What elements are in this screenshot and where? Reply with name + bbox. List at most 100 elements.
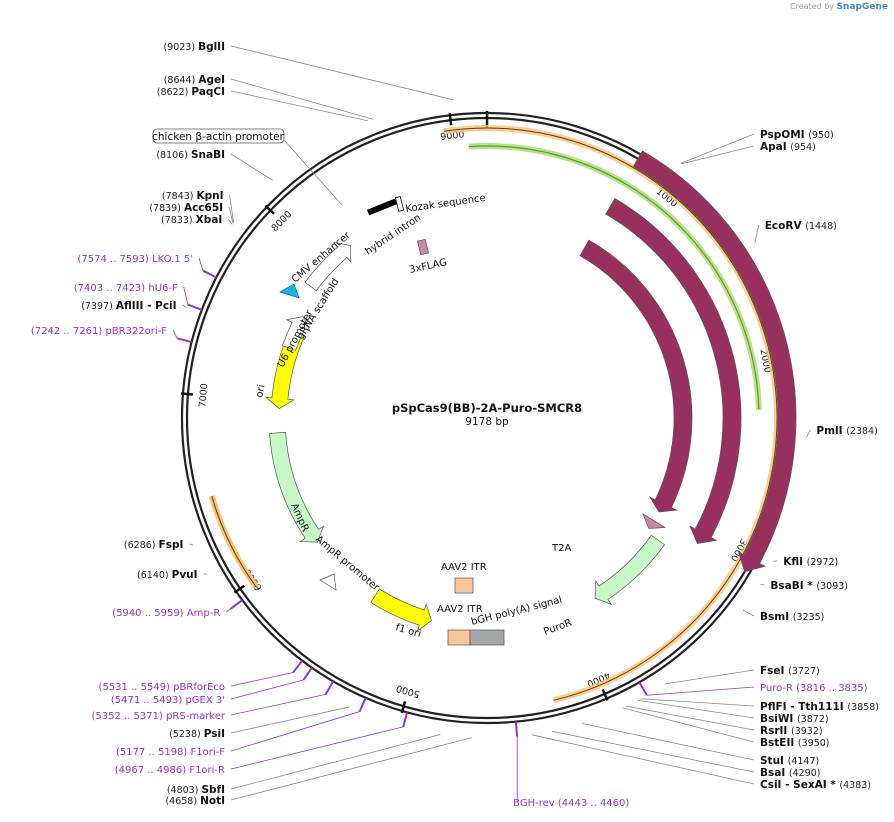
site-agei-name: AgeI bbox=[198, 74, 225, 86]
aav2-itr-top-block bbox=[454, 577, 474, 594]
primer-amp-r-leader bbox=[226, 608, 231, 613]
primer-hu6-f-label: (7403 .. 7423) hU6-F bbox=[74, 283, 178, 294]
site-fspi-leader bbox=[189, 543, 194, 546]
ruler-label-7000: 7000 bbox=[197, 383, 210, 408]
label-ampr-promoter: AmpR promoter bbox=[313, 534, 382, 594]
site-pmli-pos: (2384) bbox=[846, 426, 878, 437]
feature-cas9-2 bbox=[579, 239, 693, 513]
primer-pbrforeco-leader bbox=[230, 672, 294, 687]
site-psii-leader bbox=[230, 706, 350, 734]
label-3xflag: 3xFLAG bbox=[408, 257, 448, 276]
primer-lko-1-5-pos: (7574 .. 7593) bbox=[77, 254, 152, 265]
site-fsei-leader bbox=[665, 669, 755, 685]
primer-f1ori-f-pos: (5177 .. 5198) bbox=[116, 747, 191, 758]
site-apai-pos: (954) bbox=[790, 142, 816, 153]
features bbox=[264, 150, 797, 646]
site-noti-label: (4658) NotI bbox=[165, 795, 225, 807]
site-bsteii-pos: (3950) bbox=[798, 738, 830, 749]
site-agei-pos: (8644) bbox=[164, 75, 199, 86]
ruler-tick-4000 bbox=[601, 688, 609, 701]
site-bsteii-name: BstEII bbox=[760, 737, 798, 749]
site-apai-name: ApaI bbox=[760, 141, 790, 153]
site-snabi-pos: (8106) bbox=[156, 150, 191, 161]
site-pspomi-leader bbox=[680, 133, 755, 164]
primer-pgex-3-name: pGEX 3' bbox=[185, 695, 225, 706]
site-rsrii-name: RsrII bbox=[760, 725, 791, 737]
site-bsai-name: BsaI bbox=[760, 767, 789, 779]
primer-pgex-3-mark bbox=[302, 667, 313, 681]
site-fsei-label: FseI (3727) bbox=[760, 665, 820, 677]
feature-cmv-enhancer-9 bbox=[304, 241, 352, 292]
primer-pgex-3-label: (5471 .. 5493) pGEX 3' bbox=[111, 695, 225, 706]
site-rsrii-leader bbox=[626, 705, 755, 731]
primer-prs-marker-leader bbox=[230, 693, 326, 716]
ampr-promoter-marker bbox=[319, 573, 337, 591]
site-labels: (9023) BglII(8644) AgeI(8622) PaqCI(8106… bbox=[31, 41, 879, 809]
site-pflfi-tth111i-pos: (3858) bbox=[847, 702, 879, 713]
primer-f1ori-f-leader bbox=[230, 711, 360, 752]
primer-f1ori-r-label: (4967 .. 4986) F1ori-R bbox=[115, 765, 225, 776]
label-aav2-itr-top: AAV2 ITR bbox=[441, 562, 487, 573]
primer-prs-marker-mark bbox=[324, 680, 335, 695]
site-afliii-pcii-name: AflIII - PciI bbox=[116, 300, 177, 312]
primer-f1ori-f-name: F1ori-F bbox=[191, 747, 226, 758]
site-noti-pos: (4658) bbox=[165, 796, 200, 807]
site-bsabi-leader bbox=[760, 583, 765, 586]
primer-puro-r-mark bbox=[638, 681, 648, 696]
primer-hu6-f-leader bbox=[183, 286, 189, 305]
site-ecorv-leader bbox=[754, 224, 760, 243]
site-pvui-label: (6140) PvuI bbox=[137, 569, 198, 581]
site-pvui-pos: (6140) bbox=[137, 570, 172, 581]
site-sbfi-label: (4803) SbfI bbox=[167, 784, 225, 796]
primer-prs-marker-name: pRS-marker bbox=[166, 711, 226, 722]
bgh-polya-block bbox=[469, 629, 505, 646]
site-noti-name: NotI bbox=[200, 795, 225, 807]
site-kfli-name: KflI bbox=[783, 556, 806, 568]
feature-tracks bbox=[208, 125, 780, 704]
primer-lko-1-5-label: (7574 .. 7593) LKO.1 5' bbox=[77, 254, 192, 265]
primer-lko-1-5-leader bbox=[198, 257, 204, 271]
ruler-tick-7000 bbox=[180, 392, 194, 396]
primer-hu6-f-mark bbox=[187, 303, 203, 311]
site-rsrii-label: RsrII (3932) bbox=[760, 725, 823, 737]
label-chicken-beta-actin-promoter: chicken β-actin promoter bbox=[152, 131, 284, 143]
ruler-label-5000: 5000 bbox=[395, 682, 421, 699]
orange-track-left-line bbox=[211, 495, 257, 588]
site-pflfi-tth111i-name: PflFI - Tth111I bbox=[760, 701, 847, 713]
site-paqci-leader bbox=[230, 90, 369, 122]
site-snabi-label: (8106) SnaBI bbox=[156, 149, 225, 161]
feature-u6-promoter-8 bbox=[281, 316, 311, 351]
site-bsabi-label: BsaBI * (3093) bbox=[770, 580, 848, 592]
site-bsteii-label: BstEII (3950) bbox=[760, 737, 830, 749]
site-psii-label: (5238) PsiI bbox=[169, 728, 225, 740]
site-ecorv-pos: (1448) bbox=[805, 221, 837, 232]
label-cas9-inner: Cas9 bbox=[625, 318, 647, 345]
site-stui-label: StuI (4147) bbox=[760, 755, 819, 767]
chicken-promoter-leader bbox=[283, 139, 343, 206]
primer-pbr322ori-f-mark bbox=[176, 337, 192, 344]
site-csii-sexai-name: CsiI - SexAI * bbox=[760, 779, 839, 791]
primer-prs-marker-pos: (5352 .. 5371) bbox=[91, 711, 166, 722]
chicken-promoter-box bbox=[152, 128, 285, 144]
site-leaders bbox=[172, 45, 811, 802]
green-track-line bbox=[468, 145, 760, 410]
label-ori: ori bbox=[254, 384, 267, 399]
site-sbfi-name: SbfI bbox=[201, 784, 225, 796]
credit-prefix: Created by bbox=[790, 2, 835, 11]
ruler-tick-5000 bbox=[400, 701, 407, 714]
label-cas9-outer: Cas9 bbox=[673, 301, 695, 328]
primer-puro-r-label: Puro-R (3816 .. 3835) bbox=[760, 683, 868, 694]
site-afliii-pcii-label: (7397) AflIII - PciI bbox=[81, 300, 176, 312]
primer-f1ori-r-pos: (4967 .. 4986) bbox=[115, 765, 190, 776]
site-stui-pos: (4147) bbox=[788, 756, 820, 767]
site-stui-leader bbox=[582, 723, 755, 761]
site-bsiwi-label: BsiWI (3872) bbox=[760, 713, 829, 725]
label-bgh-polya: bGH poly(A) signal bbox=[470, 595, 563, 628]
site-paqci-pos: (8622) bbox=[157, 87, 192, 98]
site-kfli-label: KflI (2972) bbox=[783, 556, 838, 568]
primer-pbrforeco-pos: (5531 .. 5549) bbox=[99, 682, 174, 693]
primer-pbrforeco-name: pBRforEco bbox=[173, 682, 225, 693]
site-bsiwi-name: BsiWI bbox=[760, 713, 797, 725]
site-afliii-pcii-leader bbox=[182, 304, 187, 309]
